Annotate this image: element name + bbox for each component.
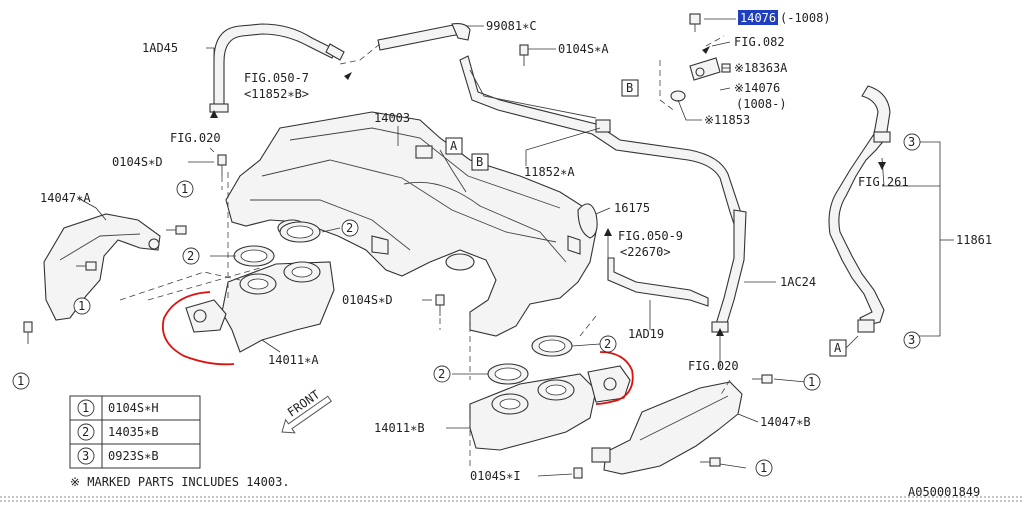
legend-row: 3 0923S∗B xyxy=(77,447,159,465)
legend-num: 3 xyxy=(82,449,89,463)
label-16175: 16175 xyxy=(614,201,650,215)
svg-text:1: 1 xyxy=(181,182,188,196)
label-14003: 14003 xyxy=(374,111,410,125)
clamp-16175 xyxy=(577,203,598,239)
label-14076-highlighted: 14076 xyxy=(740,11,776,25)
diagram-id: A050001849 xyxy=(908,485,980,499)
reference-boxes: A B B A xyxy=(445,79,859,357)
front-arrow: FRONT xyxy=(281,387,332,434)
bracket-14047a xyxy=(43,213,161,321)
legend-row: 1 0104S∗H xyxy=(77,399,159,417)
label-14076-new: ※14076 xyxy=(734,81,780,95)
legend-num: 1 xyxy=(82,401,89,415)
label-fig-082: FIG.082 xyxy=(734,35,785,49)
label-14076-range: (-1008) xyxy=(780,11,831,25)
label-14047a: 14047∗A xyxy=(40,191,91,205)
callout-2: 2 xyxy=(433,365,451,383)
label-1ac24: 1AC24 xyxy=(780,275,816,289)
callout-2: 2 xyxy=(341,219,359,237)
legend-num: 2 xyxy=(82,425,89,439)
label-11861: 11861 xyxy=(956,233,992,247)
legend-part: 0104S∗H xyxy=(108,401,159,415)
bolts xyxy=(23,13,773,479)
svg-text:1: 1 xyxy=(78,299,85,313)
fig-arrows xyxy=(210,46,886,336)
svg-text:2: 2 xyxy=(346,221,353,235)
ref-b-mid: B xyxy=(476,155,483,169)
svg-text:3: 3 xyxy=(908,333,915,347)
label-11852a: 11852∗A xyxy=(524,165,575,179)
bracket-14047b xyxy=(591,381,743,475)
label-14011b: 14011∗B xyxy=(374,421,425,435)
callout-1: 1 xyxy=(73,297,91,315)
callout-2: 2 xyxy=(182,247,200,265)
svg-text:2: 2 xyxy=(604,337,611,351)
label-fig-050-9: FIG.050-9 xyxy=(618,229,683,243)
label-0104s-i: 0104S∗I xyxy=(470,469,521,483)
svg-text:2: 2 xyxy=(438,367,445,381)
red-markup-left xyxy=(162,291,235,366)
label-99081c: 99081∗C xyxy=(486,19,537,33)
svg-text:1: 1 xyxy=(760,461,767,475)
callout-1: 1 xyxy=(803,373,821,391)
gasket-left xyxy=(233,221,321,267)
label-fig-050-9-sub: <22670> xyxy=(620,245,671,259)
label-fig-050-7: FIG.050-7 xyxy=(244,71,309,85)
label-fig-020-bottom: FIG.020 xyxy=(688,359,739,373)
gasket-right xyxy=(487,335,573,385)
svg-text:1: 1 xyxy=(17,374,24,388)
hose-1ad19 xyxy=(607,257,709,307)
dashed-guides xyxy=(119,35,731,468)
callout-1: 1 xyxy=(176,180,194,198)
label-fig-261: FIG.261 xyxy=(858,175,909,189)
label-0104s-d-top: 0104S∗D xyxy=(112,155,163,169)
svg-text:1: 1 xyxy=(808,375,815,389)
label-0104s-a: 0104S∗A xyxy=(558,42,609,56)
marked-parts-note: ※ MARKED PARTS INCLUDES 14003. xyxy=(70,475,290,489)
callouts: 1 1 1 1 1 2 2 2 2 3 3 xyxy=(12,133,921,477)
leader-lines xyxy=(77,18,954,477)
hose-1ac24 xyxy=(711,209,747,333)
ref-a-top: A xyxy=(450,139,458,153)
label-fig-050-7-sub: <11852∗B> xyxy=(244,87,309,101)
throttle-body-14011a xyxy=(185,261,335,353)
red-markup-right xyxy=(595,351,634,405)
part-labels: 1AD45 99081∗C 0104S∗A 14076 (-1008) FIG.… xyxy=(40,10,992,483)
svg-text:3: 3 xyxy=(908,135,915,149)
label-14047b: 14047∗B xyxy=(760,415,811,429)
label-14076-new-range: (1008-) xyxy=(736,97,787,111)
legend-part: 0923S∗B xyxy=(108,449,159,463)
ref-a-bottom: A xyxy=(834,341,842,355)
throttle-body-14011b xyxy=(469,365,631,451)
hose-1ad45 xyxy=(209,23,345,113)
label-1ad19: 1AD19 xyxy=(628,327,664,341)
label-14011a: 14011∗A xyxy=(268,353,319,367)
callout-3: 3 xyxy=(903,331,921,349)
highlight-box xyxy=(738,10,778,25)
callout-2: 2 xyxy=(599,335,617,353)
callout-1: 1 xyxy=(12,372,30,390)
hose-11861 xyxy=(828,85,891,333)
callout-1: 1 xyxy=(755,459,773,477)
callout-3: 3 xyxy=(903,133,921,151)
svg-text:2: 2 xyxy=(187,249,194,263)
legend-part: 14035∗B xyxy=(108,425,159,439)
label-fig-020-top: FIG.020 xyxy=(170,131,221,145)
label-11853: ※11853 xyxy=(704,113,750,127)
ref-b-right: B xyxy=(626,81,633,95)
bottom-border xyxy=(0,496,1024,502)
hose-99081c xyxy=(377,23,471,51)
label-18363a: ※18363A xyxy=(734,61,788,75)
legend-row: 2 14035∗B xyxy=(77,423,159,441)
label-0104s-d-mid: 0104S∗D xyxy=(342,293,393,307)
legend-table: 1 0104S∗H 2 14035∗B 3 0923S∗B xyxy=(69,395,201,469)
label-1ad45: 1AD45 xyxy=(142,41,178,55)
